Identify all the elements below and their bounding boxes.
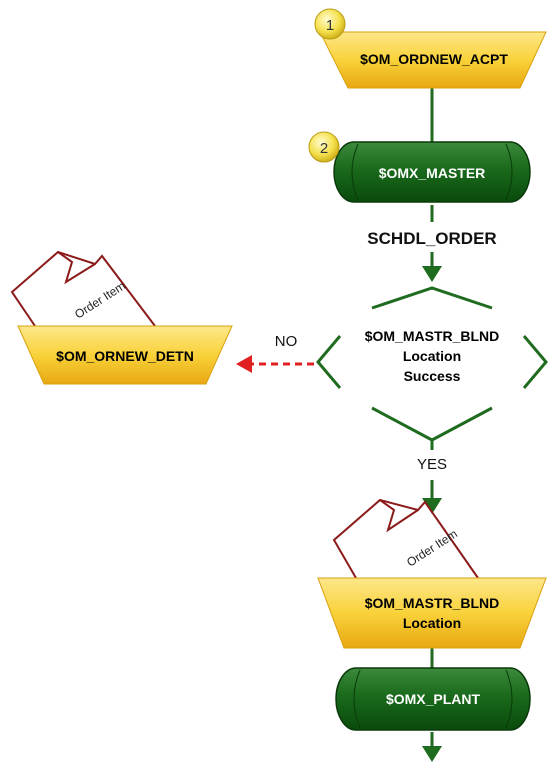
decision-line1: $OM_MASTR_BLND <box>365 328 500 344</box>
step1-badge <box>314 8 346 40</box>
step2-label: $OMX_MASTER <box>379 165 486 181</box>
plant-cylinder-edge-right <box>505 669 513 729</box>
decision-left-edge <box>316 335 342 389</box>
step2-badge <box>308 131 340 163</box>
step2-cylinder-edge-left <box>351 143 359 201</box>
arrow-head-to-yes-branch <box>422 498 442 514</box>
no-branch-loop-label: Order Item <box>72 279 128 322</box>
yes-branch-loop-label: Order Item <box>404 527 460 570</box>
yes-branch-loop <box>332 498 479 579</box>
plant-cylinder-edge-left <box>353 669 361 729</box>
yes-label: YES <box>417 456 447 473</box>
plant-node[interactable]: $OMX_PLANT <box>335 667 531 731</box>
no-branch-trapezoid <box>17 325 233 385</box>
arrow-head-to-decision <box>422 266 442 282</box>
connector-label: SCHDL_ORDER <box>367 229 496 248</box>
yes-branch-loop-inner <box>379 499 419 533</box>
no-branch-node[interactable]: Order Item $OM_ORNEW_DETN <box>10 250 233 385</box>
yes-branch-line1: $OM_MASTR_BLND <box>365 595 500 611</box>
decision-node[interactable]: $OM_MASTR_BLND Location Success <box>316 286 548 442</box>
step2-cylinder-edge-right <box>505 143 513 201</box>
plant-label: $OMX_PLANT <box>386 691 481 707</box>
decision-line2: Location <box>403 348 461 364</box>
yes-branch-line2: Location <box>403 615 461 631</box>
step2-node[interactable]: $OMX_MASTER 2 <box>308 131 531 203</box>
plant-cylinder <box>335 667 531 731</box>
step2-cylinder <box>333 141 531 203</box>
step1-label: $OM_ORDNEW_ACPT <box>360 51 508 67</box>
decision-right-edge <box>522 335 548 389</box>
decision-line3: Success <box>404 368 461 384</box>
no-branch-loop <box>10 250 156 327</box>
yes-branch-trapezoid <box>317 577 547 649</box>
no-label: NO <box>275 333 298 350</box>
decision-bottom-edge <box>371 406 493 442</box>
step2-badge-number: 2 <box>320 140 328 157</box>
decision-top-edge <box>371 286 493 310</box>
step1-node[interactable]: $OM_ORDNEW_ACPT 1 <box>314 8 547 89</box>
no-branch-label: $OM_ORNEW_DETN <box>56 348 194 364</box>
step1-badge-number: 1 <box>326 17 334 34</box>
arrow-head-out <box>422 746 442 762</box>
step1-trapezoid <box>319 31 547 89</box>
yes-branch-node[interactable]: Order Item $OM_MASTR_BLND Location <box>317 498 547 649</box>
no-arrow-head <box>236 355 252 373</box>
no-branch-loop-inner <box>57 251 96 285</box>
